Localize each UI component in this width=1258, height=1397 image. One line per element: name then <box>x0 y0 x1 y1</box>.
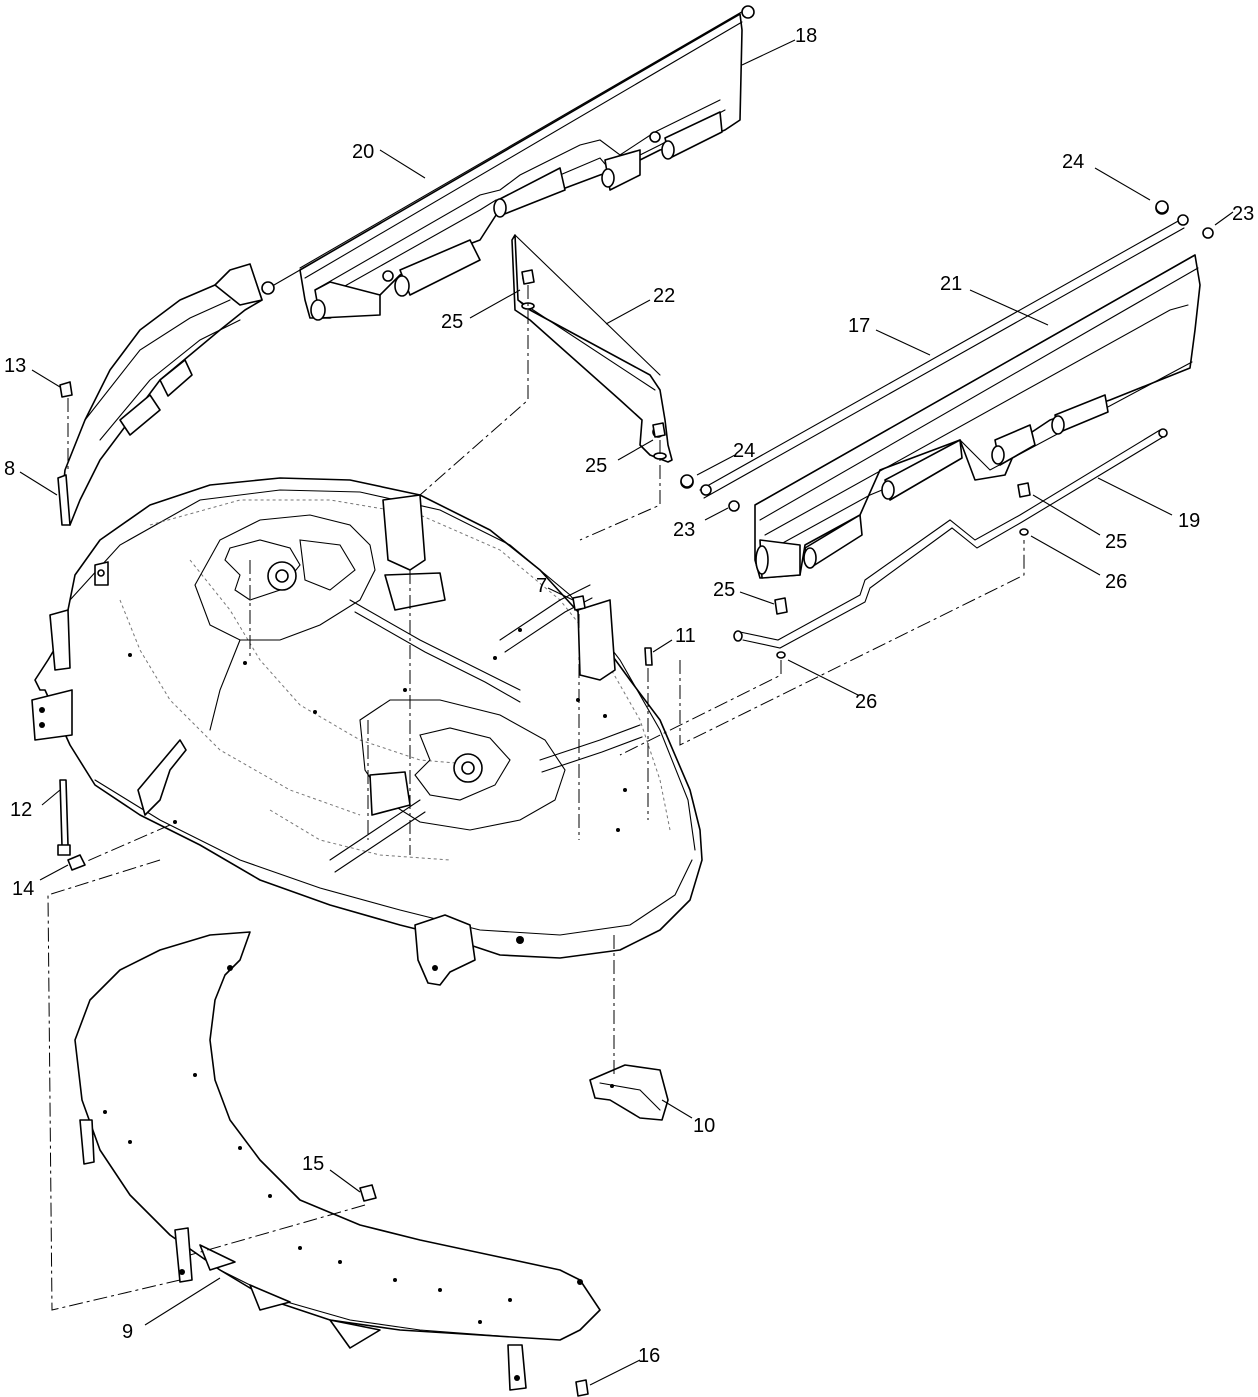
bracket-plate-part-22 <box>511 234 673 463</box>
callout-19: 19 <box>1178 510 1200 532</box>
callout-10: 10 <box>693 1115 715 1137</box>
callout-23-b: 23 <box>673 519 695 541</box>
callout-25-d: 25 <box>713 579 735 601</box>
callout-21: 21 <box>940 273 962 295</box>
callout-labels: 18 20 22 25 25 24 23 21 17 24 23 19 25 2… <box>4 25 1254 1367</box>
assembly-lines <box>47 285 1025 1311</box>
fasteners <box>57 200 1214 1397</box>
callout-18: 18 <box>795 25 817 47</box>
callout-25-a: 25 <box>441 311 463 333</box>
discharge-chute-part-8 <box>57 263 263 526</box>
callout-17: 17 <box>848 315 870 337</box>
rear-baffle-part-18-20 <box>261 5 755 321</box>
callout-24-b: 24 <box>733 440 755 462</box>
deflector-part-10 <box>589 1064 669 1121</box>
callout-23-a: 23 <box>1232 203 1254 225</box>
front-baffle-part-17-21 <box>680 201 1201 579</box>
callout-20: 20 <box>352 141 374 163</box>
callout-12: 12 <box>10 799 32 821</box>
callout-25-b: 25 <box>585 455 607 477</box>
callout-13: 13 <box>4 355 26 377</box>
side-shield-part-9 <box>74 931 601 1391</box>
callout-26-b: 26 <box>855 691 877 713</box>
callout-14: 14 <box>12 878 34 900</box>
callout-26-a: 26 <box>1105 571 1127 593</box>
callout-25-c: 25 <box>1105 531 1127 553</box>
callout-11: 11 <box>675 625 696 647</box>
callout-7: 7 <box>536 575 547 597</box>
callout-16: 16 <box>638 1345 660 1367</box>
callout-15: 15 <box>302 1153 324 1175</box>
link-rod-part-19 <box>733 428 1168 649</box>
callout-9: 9 <box>122 1321 133 1343</box>
mower-deck-housing <box>31 477 703 986</box>
callout-22: 22 <box>653 285 675 307</box>
callout-8: 8 <box>4 458 15 480</box>
callout-24-a: 24 <box>1062 151 1084 173</box>
leader-lines <box>19 39 1234 1386</box>
